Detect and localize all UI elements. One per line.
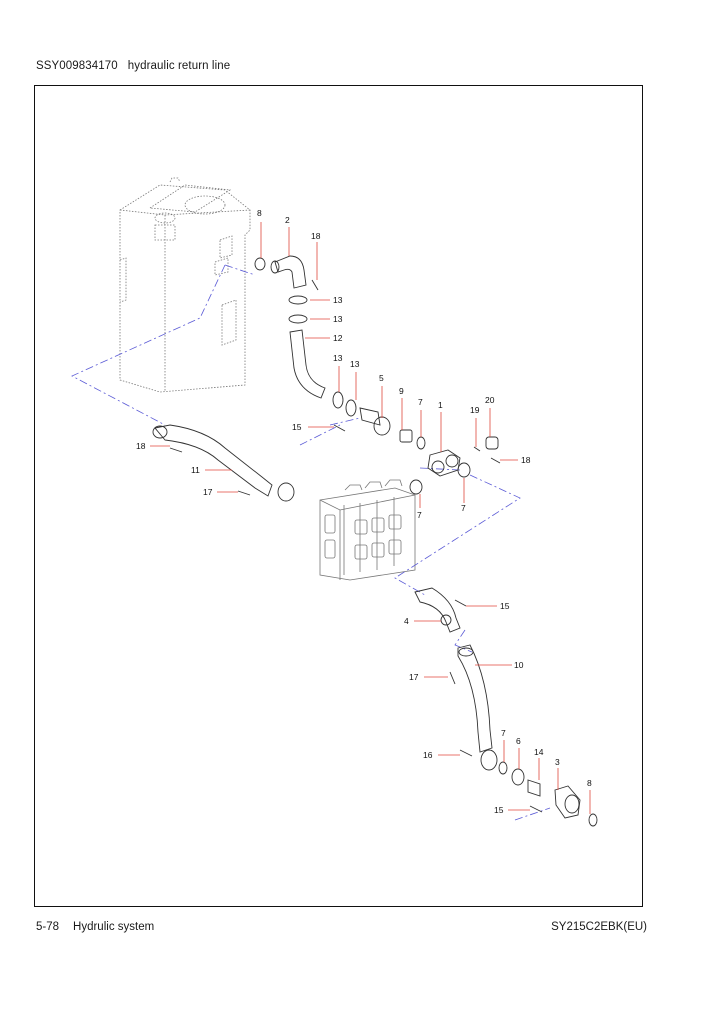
callout-20: 20 <box>485 395 495 405</box>
callout-5: 5 <box>379 373 384 383</box>
callout-7: 7 <box>461 503 466 513</box>
centerlines <box>71 264 551 821</box>
page-number: 5-78 <box>36 921 60 933</box>
callout-1: 1 <box>438 400 443 410</box>
callout-7: 7 <box>501 728 506 738</box>
callout-7: 7 <box>417 510 422 520</box>
callout-19: 19 <box>470 405 480 415</box>
callout-3: 3 <box>555 757 560 767</box>
control-valve-block <box>319 479 416 581</box>
callout-18: 18 <box>521 455 531 465</box>
callout-11: 11 <box>191 465 200 475</box>
callout-14: 14 <box>534 747 544 757</box>
callout-18: 18 <box>136 441 146 451</box>
callout-17: 17 <box>203 487 213 497</box>
callout-16: 16 <box>423 750 433 760</box>
callout-9: 9 <box>399 386 404 396</box>
callout-15: 15 <box>494 805 504 815</box>
callout-8: 8 <box>257 208 262 218</box>
drawing-frame <box>34 85 643 907</box>
document-footer-left: 5-78 Hydrulic system <box>36 921 154 933</box>
callout-13: 13 <box>350 359 360 369</box>
parts <box>152 255 598 827</box>
figure-title: hydraulic return line <box>127 60 231 72</box>
leader-lines <box>150 222 591 814</box>
callout-12: 12 <box>333 333 343 343</box>
callout-13: 13 <box>333 353 343 363</box>
callout-2: 2 <box>285 215 290 225</box>
document-header: SSY009834170 hydraulic return line <box>36 60 230 72</box>
part-code: SSY009834170 <box>36 60 118 72</box>
callout-18: 18 <box>311 231 321 241</box>
callout-13: 13 <box>333 295 343 305</box>
callout-labels: 8 2 18 13 13 12 13 13 5 9 7 1 19 20 15 1… <box>136 208 592 815</box>
callout-7: 7 <box>418 397 423 407</box>
callout-6: 6 <box>516 736 521 746</box>
callout-13: 13 <box>333 314 343 324</box>
callout-4: 4 <box>404 616 409 626</box>
callout-15: 15 <box>292 422 302 432</box>
hydraulic-tank <box>119 177 251 393</box>
callout-8: 8 <box>587 778 592 788</box>
callout-10: 10 <box>514 660 524 670</box>
callout-15: 15 <box>500 601 510 611</box>
model-code: SY215C2EBK(EU) <box>551 921 647 933</box>
section-name: Hydrulic system <box>73 921 155 933</box>
callout-17: 17 <box>409 672 419 682</box>
